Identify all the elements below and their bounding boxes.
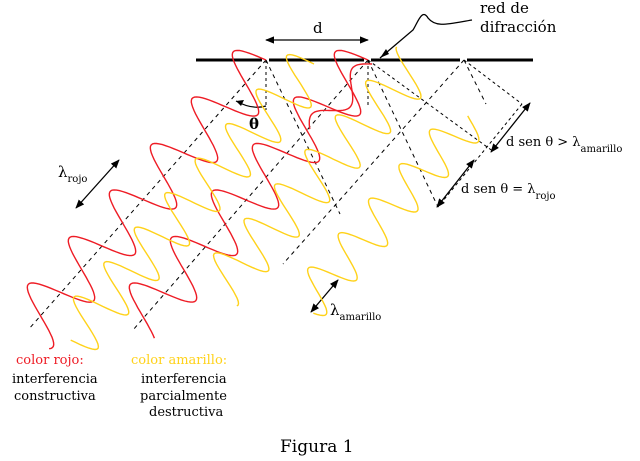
red-desc-1: interferencia [12, 372, 98, 387]
wave-line [212, 46, 422, 307]
grating-label-line1: red de [480, 0, 529, 17]
grating-label-line2: difracción [480, 18, 557, 36]
lambda-yellow-label: λamarillo [330, 301, 381, 323]
yellow-title: color amarillo: [131, 353, 227, 368]
figure-caption: Figura 1 [280, 437, 354, 457]
grating-pointer [379, 13, 473, 59]
ray-centerlines [27, 59, 487, 331]
theta-label: θ [249, 115, 259, 133]
wave-line [308, 63, 373, 130]
yellow-desc-2: parcialmente [140, 389, 227, 404]
red-desc-2: constructiva [14, 389, 96, 404]
slit-normals [265, 60, 369, 110]
yellow-waves [70, 46, 480, 351]
cond-red-arrow [436, 159, 475, 208]
lambda-yellow-arrow [310, 279, 339, 313]
wave-line [306, 115, 480, 317]
wave-line [26, 49, 267, 350]
cond-red-label: d sen θ = λrojo [461, 182, 555, 202]
yellow-desc-1: interferencia [141, 372, 227, 387]
cond-yellow-label: d sen θ > λamarillo [506, 135, 622, 155]
cond-yellow-arrow [490, 102, 531, 153]
red-waves [26, 49, 373, 350]
red-title: color rojo: [16, 353, 84, 368]
lambda-red-arrow [75, 159, 120, 209]
d-label: d [313, 19, 323, 37]
wave-line [70, 53, 315, 351]
yellow-desc-3: destructiva [149, 405, 224, 420]
lambda-red-label: λrojo [58, 163, 87, 185]
